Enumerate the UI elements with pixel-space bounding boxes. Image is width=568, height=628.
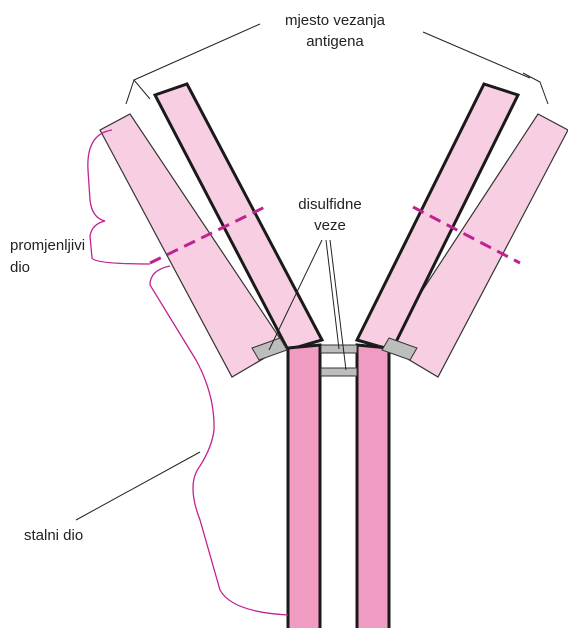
disulfide-label-line1: disulfidne — [298, 196, 361, 213]
binding-site-label-line1: mjesto vezanja — [285, 12, 386, 29]
binding-site-label-line2: antigena — [306, 33, 364, 50]
binding-site-bracket-left — [126, 80, 150, 104]
variable-label-line2: dio — [10, 259, 30, 276]
binding-site-bracket-right — [523, 73, 548, 104]
disulfide-bond-hinge-lower — [321, 368, 357, 376]
variable-label-line1: promjenljivi — [10, 237, 85, 254]
heavy-chain-stem-left — [288, 345, 320, 628]
heavy-chain-stem-right — [357, 345, 389, 628]
disulfide-label-line2: veze — [314, 217, 346, 234]
constant-leader — [76, 452, 200, 520]
constant-label: stalni dio — [24, 527, 83, 544]
